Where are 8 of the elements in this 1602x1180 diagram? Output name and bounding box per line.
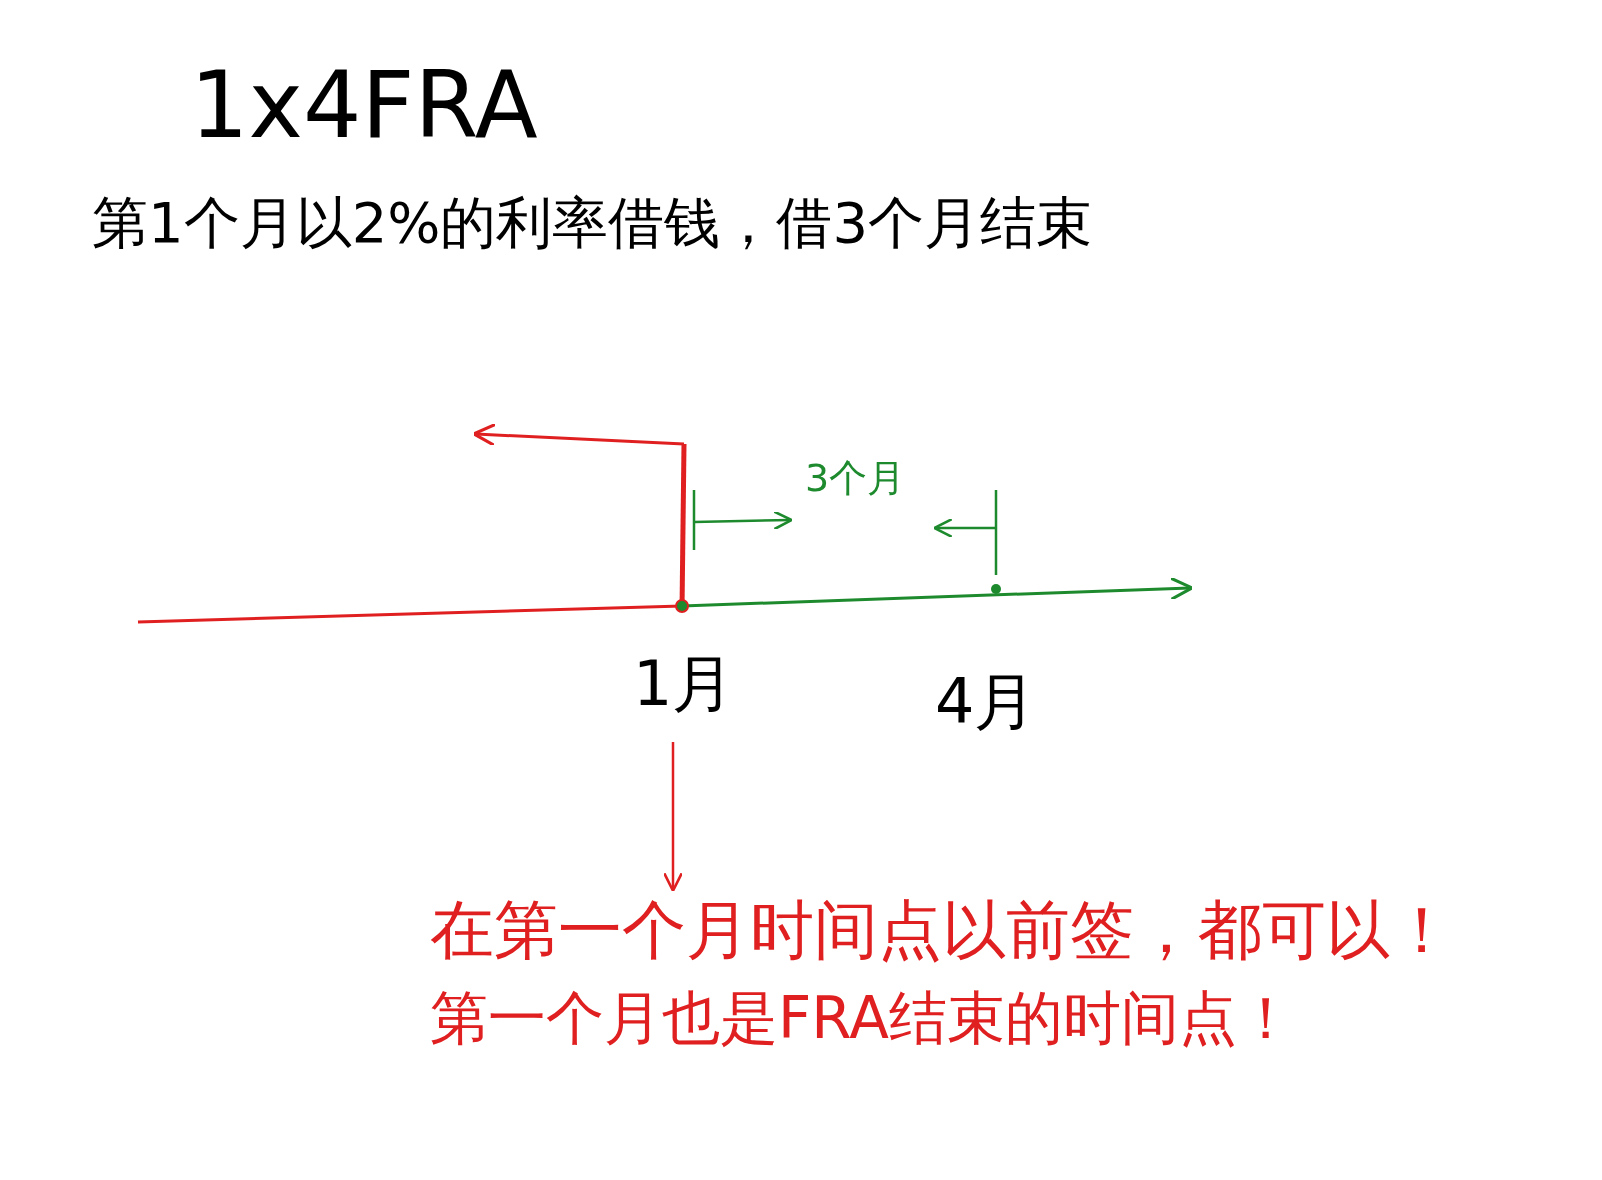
axis-label: 4月 (935, 668, 1037, 737)
heading-text: 第1个月以2%的利率借钱，借3个月结束 (92, 192, 1093, 254)
title: 1x4FRA (190, 55, 538, 157)
duration-label: 3个月 (805, 458, 906, 500)
arrow (662, 742, 684, 893)
note-text: 在第一个月时间点以前签，都可以！ (430, 895, 1455, 966)
note-text: 第一个月也是FRA结束的时间点！ (430, 987, 1296, 1052)
axis-label: 1月 (633, 650, 723, 719)
